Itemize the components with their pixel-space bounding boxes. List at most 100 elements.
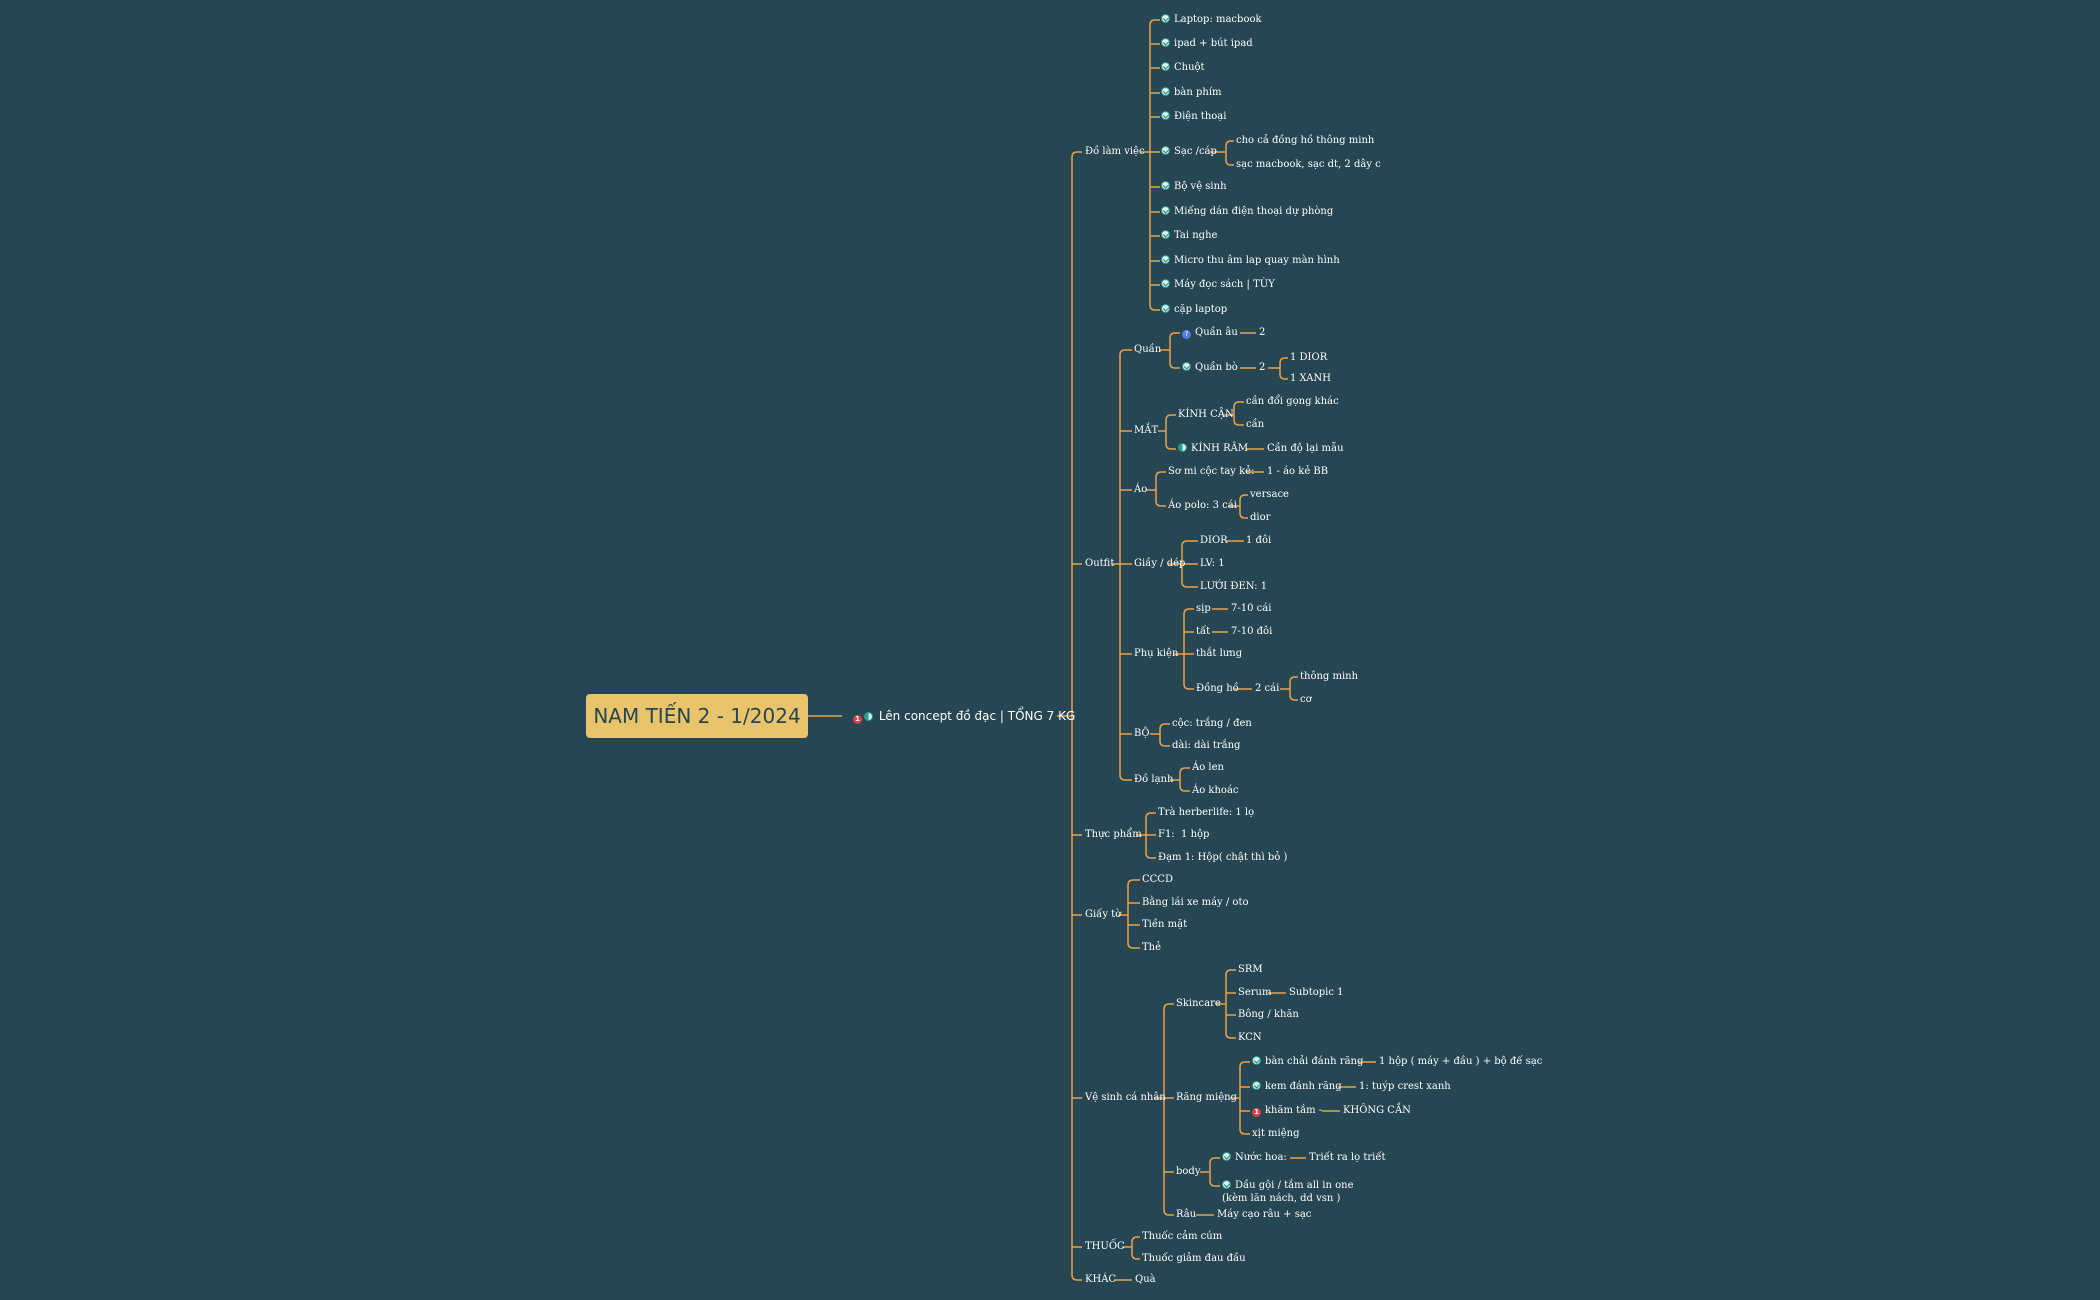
group-ao[interactable]: Áo <box>1134 483 1147 496</box>
item[interactable]: KCN <box>1238 1031 1262 1044</box>
value[interactable]: 1 XANH <box>1290 372 1331 385</box>
work-item[interactable]: Chuột <box>1161 61 1205 74</box>
sub-item[interactable]: cho cả đồng hồ thông minh <box>1236 134 1374 147</box>
value[interactable]: 1 đôi <box>1246 534 1271 547</box>
item[interactable]: KÍNH CẬN <box>1178 408 1234 421</box>
document-item[interactable]: Tiền mặt <box>1142 918 1187 931</box>
group-giay-dep[interactable]: Giầy / dép <box>1134 557 1185 570</box>
topic-label: ipad + bút ipad <box>1174 38 1253 49</box>
item[interactable]: Máy cạo râu + sạc <box>1217 1208 1311 1221</box>
value[interactable]: 1 DIOR <box>1290 351 1327 364</box>
item[interactable]: Dầu gội / tắm all in one (kèm lăn nách, … <box>1222 1179 1354 1205</box>
value[interactable]: 2 cái <box>1255 682 1279 695</box>
work-item[interactable]: Máy đọc sách | TÙY <box>1161 278 1275 291</box>
group-rang-mieng[interactable]: Răng miệng <box>1176 1091 1237 1104</box>
item[interactable]: bàn chải đánh răng <box>1252 1055 1363 1068</box>
item[interactable]: Bông / khăn <box>1238 1008 1299 1021</box>
group-do-lanh[interactable]: Đồ lạnh <box>1134 773 1173 786</box>
document-item[interactable]: Bằng lái xe máy / oto <box>1142 896 1248 909</box>
work-item[interactable]: bàn phím <box>1161 86 1222 99</box>
value[interactable]: cơ <box>1300 693 1312 706</box>
value[interactable]: thông minh <box>1300 670 1358 683</box>
item[interactable]: Quần bò <box>1182 361 1238 374</box>
value[interactable]: dior <box>1250 511 1270 524</box>
value[interactable]: cần đổi gọng khác <box>1246 395 1339 408</box>
item[interactable]: cộc: trắng / đen <box>1172 717 1252 730</box>
work-item[interactable]: Điện thoại <box>1161 110 1226 123</box>
item[interactable]: kem đánh răng <box>1252 1080 1342 1093</box>
item[interactable]: SRM <box>1238 963 1263 976</box>
item[interactable]: Sơ mi cộc tay kẻ: <box>1168 465 1254 478</box>
value[interactable]: 2 <box>1259 361 1265 374</box>
topic-label: Điện thoại <box>1174 111 1227 122</box>
work-item[interactable]: cặp laptop <box>1161 303 1227 316</box>
food-item[interactable]: F1: 1 hộp <box>1158 828 1209 841</box>
document-item[interactable]: CCCD <box>1142 873 1173 886</box>
group-body[interactable]: body <box>1176 1165 1200 1178</box>
document-item[interactable]: Thẻ <box>1142 941 1161 954</box>
item[interactable]: thắt lưng <box>1196 647 1242 660</box>
item[interactable]: dài: dài trắng <box>1172 739 1240 752</box>
value[interactable]: Subtopic 1 <box>1289 986 1343 999</box>
item[interactable]: KÍNH RÂM <box>1178 442 1248 455</box>
item[interactable]: tất <box>1196 625 1210 638</box>
branch-thuoc[interactable]: THUỐC <box>1085 1240 1125 1253</box>
value[interactable]: Triết ra lọ triết <box>1309 1151 1385 1164</box>
work-item[interactable]: Bộ vệ sinh <box>1161 180 1227 193</box>
item[interactable]: ?Quần âu <box>1182 326 1238 339</box>
item[interactable]: Áo len <box>1192 761 1224 774</box>
value[interactable]: 7-10 cái <box>1231 602 1271 615</box>
main-topic[interactable]: 1 Lên concept đồ đạc | TỔNG 7 KG <box>853 709 1075 724</box>
item[interactable]: sịp <box>1196 602 1211 615</box>
item[interactable]: Áo khoác <box>1192 784 1239 797</box>
branch-ve-sinh[interactable]: Vệ sinh cá nhân <box>1085 1091 1166 1104</box>
topic-label: dior <box>1250 512 1271 523</box>
work-item[interactable]: Micro thu âm lap quay màn hình <box>1161 254 1340 267</box>
work-item[interactable]: Tai nghe <box>1161 229 1217 242</box>
food-item[interactable]: Đạm 1: Hộp( chật thì bỏ ) <box>1158 851 1287 864</box>
medicine-item[interactable]: Thuốc cảm cúm <box>1142 1230 1222 1243</box>
value[interactable]: 7-10 đôi <box>1231 625 1272 638</box>
value[interactable]: versace <box>1250 488 1289 501</box>
work-item[interactable]: Sạc /cáp <box>1161 145 1217 158</box>
item[interactable]: Đồng hồ <box>1196 682 1239 695</box>
other-item[interactable]: Quà <box>1135 1273 1156 1286</box>
topic-label: khăm tắm - <box>1265 1105 1323 1116</box>
branch-outfit[interactable]: Outfit <box>1085 557 1114 570</box>
topic-label: cho cả đồng hồ thông minh <box>1236 135 1375 146</box>
sub-item[interactable]: sạc macbook, sạc dt, 2 dây c <box>1236 158 1381 171</box>
value[interactable]: Cần độ lại mẫu <box>1267 442 1344 455</box>
item[interactable]: Serum <box>1238 986 1271 999</box>
topic-label: KHÔNG CẦN <box>1343 1105 1411 1116</box>
item[interactable]: LƯỚI ĐEN: 1 <box>1200 580 1267 593</box>
value[interactable]: 1 hộp ( máy + đầu ) + bộ đế sạc <box>1379 1055 1542 1068</box>
item[interactable]: xịt miệng <box>1252 1127 1299 1140</box>
branch-thuc-pham[interactable]: Thực phẩm <box>1085 828 1142 841</box>
group-phu-kien[interactable]: Phụ kiện <box>1134 647 1178 660</box>
item[interactable]: LV: 1 <box>1200 557 1225 570</box>
branch-giay-to[interactable]: Giấy tờ <box>1085 908 1121 921</box>
medicine-item[interactable]: Thuốc giảm đau đầu <box>1142 1252 1246 1265</box>
value[interactable]: 1: tuýp crest xanh <box>1359 1080 1451 1093</box>
connector <box>1181 540 1198 547</box>
work-item[interactable]: Laptop: macbook <box>1161 13 1262 26</box>
branch-khac[interactable]: KHÁC <box>1085 1273 1116 1286</box>
item[interactable]: Áo polo: 3 cái <box>1168 499 1237 512</box>
value[interactable]: 2 <box>1259 326 1265 339</box>
work-item[interactable]: ipad + bút ipad <box>1161 37 1253 50</box>
value[interactable]: cần <box>1246 418 1264 431</box>
group-mat[interactable]: MẮT <box>1134 424 1158 437</box>
group-quan[interactable]: Quần <box>1134 343 1161 356</box>
food-item[interactable]: Trà herberlife: 1 lọ <box>1158 806 1254 819</box>
group-bo[interactable]: BỘ <box>1134 727 1150 740</box>
value[interactable]: 1 - áo kẻ BB <box>1267 465 1328 478</box>
value[interactable]: KHÔNG CẦN <box>1343 1104 1411 1117</box>
root-topic[interactable]: NAM TIẾN 2 - 1/2024 <box>586 694 808 738</box>
item[interactable]: Nước hoa: <box>1222 1151 1287 1164</box>
branch-do-lam-viec[interactable]: Đồ làm việc <box>1085 145 1145 158</box>
group-rau[interactable]: Râu <box>1176 1208 1196 1221</box>
group-skincare[interactable]: Skincare <box>1176 997 1221 1010</box>
work-item[interactable]: Miếng dán điện thoại dự phòng <box>1161 205 1333 218</box>
item[interactable]: DIOR <box>1200 534 1228 547</box>
